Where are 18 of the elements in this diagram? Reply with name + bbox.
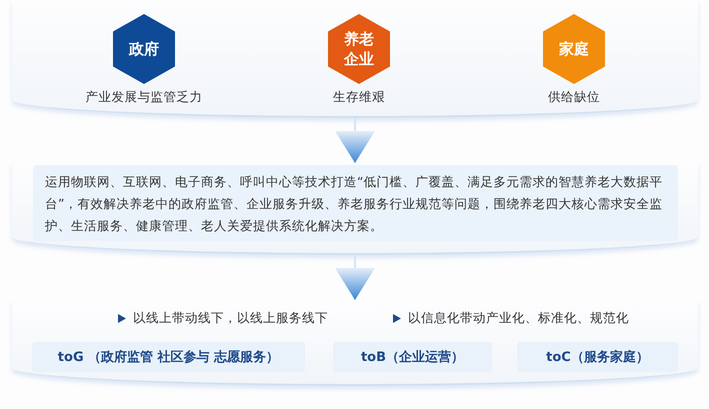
bullet-text: 以线上带动线下，以线上服务线下 xyxy=(133,310,328,326)
category-card: toG （政府监管 社区参与 志愿服务） xyxy=(32,342,305,372)
node-caption: 产业发展与监管乏力 xyxy=(86,89,202,105)
hexagon xyxy=(328,14,390,84)
hexagon xyxy=(543,14,605,84)
node-caption: 供给缺位 xyxy=(548,89,600,105)
hexagon-label: 家庭 xyxy=(558,39,590,59)
platform-panel xyxy=(12,300,698,386)
category-card: toB（企业运营） xyxy=(333,342,492,372)
hexagon xyxy=(113,14,175,84)
bullet-text: 以信息化带动产业化、标准化、规范化 xyxy=(408,310,629,326)
platform-panel xyxy=(12,163,698,255)
category-card: toC（服务家庭） xyxy=(517,342,678,372)
description-card: 运用物联网、互联网、电子商务、呼叫中心等技术打造“低门槛、广覆盖、满足多元需求的智慧养老大数据平台”，有效解决养老中的政府监管、企业服务升级、养老服务行业规范等问题，围绕养老四大核心需求安全监护、生活服务、健康管理、老人关爱提供系统化解决方案。 xyxy=(33,165,678,241)
hexagon-label: 养老企业 xyxy=(343,29,375,69)
hexagon-label: 政府 xyxy=(128,39,160,59)
platform-panel xyxy=(12,0,698,118)
node-caption: 生存维艰 xyxy=(333,89,385,105)
